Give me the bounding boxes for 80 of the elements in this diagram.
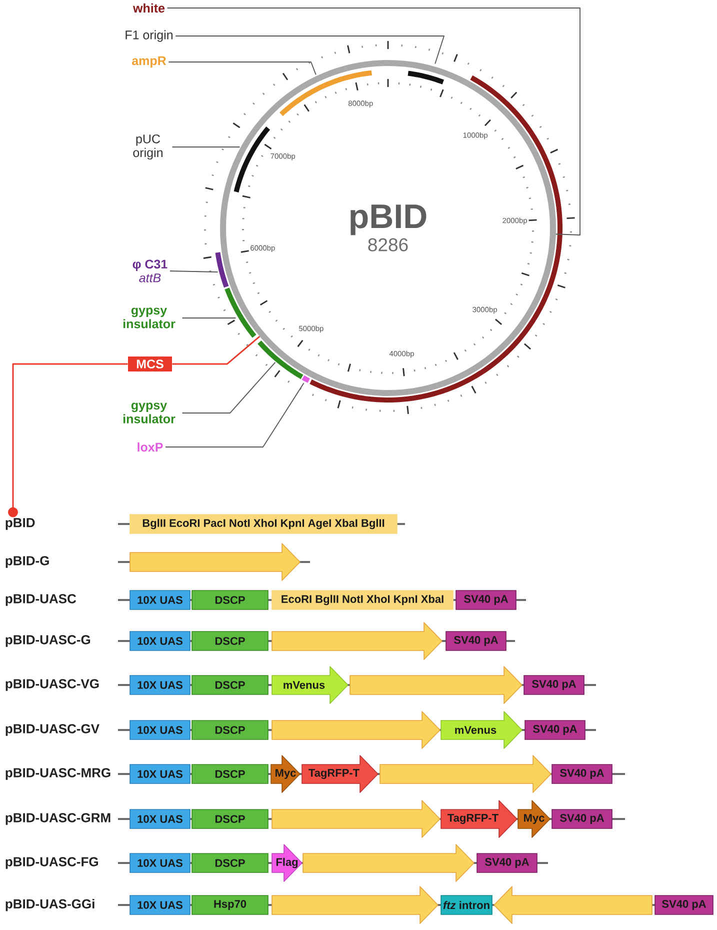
construct-name: pBID-UAS-GGi: [6, 898, 94, 912]
leader-line: [172, 336, 260, 365]
element-box: 10X UAS: [130, 675, 190, 695]
feature-arc: [224, 288, 256, 338]
element-box: DSCP: [192, 631, 268, 651]
leader-line: [168, 62, 316, 76]
element-box: 10X UAS: [130, 809, 190, 829]
construct-name: pBID-UASC: [6, 594, 76, 606]
feature-arc: [258, 340, 304, 380]
gene-block: [494, 886, 652, 924]
gene-block: [302, 844, 474, 882]
gene-block: [272, 711, 440, 749]
gene-block: mVenus: [272, 666, 348, 704]
element-box: DSCP: [192, 764, 268, 784]
element-box: DSCP: [192, 590, 268, 610]
feature-label: white: [132, 3, 165, 13]
element-box: SV40 pA: [552, 764, 612, 784]
element-box: SV40 pA: [524, 720, 586, 740]
leader-line: [182, 362, 276, 414]
element-box: SV40 pA: [654, 895, 714, 915]
construct-name: pBID-G: [6, 556, 49, 568]
gene-block: Myc: [270, 755, 300, 793]
plasmid-ring: [220, 60, 556, 396]
leader-line: [169, 270, 218, 272]
element-box: SV40 pA: [524, 675, 584, 695]
construct-name: pBID-UASC-MRG: [6, 768, 110, 780]
element-box: SV40 pA: [476, 853, 538, 873]
feature-label: loxP: [138, 442, 163, 452]
construct-name: pBID-UASC-G: [6, 635, 90, 647]
element-box: DSCP: [192, 675, 268, 695]
site-box: BglII EcoRI PacI NotI XhoI KpnI AgeI XbaI BglII: [130, 514, 398, 534]
leader-line: [175, 36, 444, 64]
leader-line: [166, 8, 580, 236]
element-box: 10X UAS: [130, 853, 190, 873]
gene-block: [272, 800, 440, 838]
feature-label: gypsy insulator: [123, 308, 176, 328]
construct-name: pBID: [6, 518, 35, 530]
element-box: DSCP: [192, 720, 268, 740]
feature-arc: [215, 252, 229, 288]
feature-arc: [234, 126, 270, 192]
gene-block: [380, 755, 552, 793]
element-box: DSCP: [192, 853, 268, 873]
plasmid-name: pBID 8286: [350, 204, 426, 252]
element-box: ftz intron: [440, 895, 492, 915]
element-box: 10X UAS: [130, 895, 190, 915]
gene-block: TagRFP-T: [440, 800, 518, 838]
leader-line: [8, 363, 128, 518]
construct-name: pBID-UASC-GRM: [6, 813, 110, 825]
construct-name: pBID-UASC-VG: [6, 679, 99, 691]
gene-block: [350, 666, 522, 704]
gene-block: Myc: [518, 800, 550, 838]
element-box: 10X UAS: [130, 764, 190, 784]
element-box: SV40 pA: [456, 590, 516, 610]
gene-block: Flag: [272, 844, 302, 882]
label-box: MCS: [128, 356, 172, 372]
feature-label: F1 origin: [126, 30, 172, 42]
element-box: 10X UAS: [130, 590, 190, 610]
gene-block: [272, 886, 438, 924]
feature-arc: [302, 375, 310, 383]
construct-name: pBID-UASC-GV: [6, 724, 100, 736]
element-box: Hsp70: [192, 895, 268, 915]
site-box: EcoRI BglII NotI XhoI KpnI XbaI: [272, 590, 454, 610]
gene-block: [130, 543, 300, 581]
feature-label: ampR: [132, 56, 166, 68]
leader-line: [165, 382, 304, 448]
feature-arc: [408, 70, 444, 84]
leader-line: [172, 146, 240, 148]
element-box: SV40 pA: [552, 809, 612, 829]
gene-block: mVenus: [440, 711, 522, 749]
element-box: DSCP: [192, 809, 268, 829]
element-box: 10X UAS: [130, 720, 190, 740]
feature-arc: [280, 70, 372, 116]
feature-label: pUC origin: [133, 134, 162, 160]
gene-block: TagRFP-T: [302, 755, 378, 793]
feature-label: φ C31 attB: [132, 260, 168, 282]
element-box: SV40 pA: [446, 631, 506, 651]
construct-name: pBID-UASC-FG: [6, 857, 98, 869]
element-box: 10X UAS: [130, 631, 190, 651]
feature-label: gypsy insulator: [123, 402, 176, 424]
gene-block: [272, 622, 442, 660]
